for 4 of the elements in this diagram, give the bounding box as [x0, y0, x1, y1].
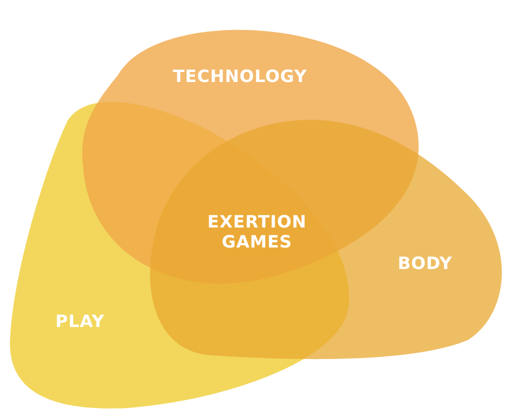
- intersection-label: EXERTION GAMES: [206, 212, 308, 254]
- set-label: PLAY: [55, 312, 105, 332]
- set-label: TECHNOLOGY: [172, 66, 308, 88]
- set-label: BODY: [398, 254, 452, 274]
